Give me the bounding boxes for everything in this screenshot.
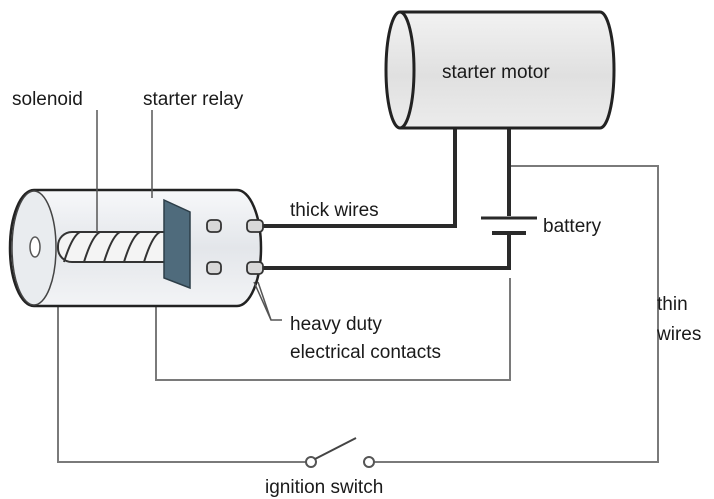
contact-outer-lower [246, 261, 264, 275]
solenoid-end-hole [29, 236, 41, 258]
contact-outer-upper [246, 219, 264, 233]
switch-lever [314, 437, 357, 460]
leader-contacts-a [253, 281, 282, 321]
thick-wires [262, 126, 511, 270]
leader-contacts-b [257, 281, 272, 321]
label-solenoid: solenoid [12, 89, 83, 110]
labels: starter motor solenoid starter relay thi… [12, 62, 701, 498]
label-thick-wires: thick wires [290, 200, 379, 221]
battery-symbol [481, 216, 537, 235]
ignition-switch [305, 437, 375, 468]
starter-motor-body [384, 10, 616, 130]
contact-inner-lower [206, 261, 222, 275]
thin-wires [57, 165, 659, 463]
electrical-contacts [206, 219, 264, 275]
label-starter-motor: starter motor [442, 62, 550, 83]
starter-relay-plate [163, 198, 191, 290]
label-thin-wires-line1: thin [657, 294, 688, 315]
label-ignition-switch: ignition switch [265, 477, 383, 498]
leader-lines [96, 110, 282, 321]
thin-wire-relay-loop [155, 278, 511, 381]
label-contacts-line1: heavy duty [290, 314, 382, 335]
switch-contact-left [305, 456, 317, 468]
starter-motor [384, 10, 616, 130]
solenoid-coil [63, 231, 181, 263]
starter-motor-front-face [399, 10, 416, 130]
thin-wire-battery-right [372, 165, 659, 463]
label-starter-relay: starter relay [143, 89, 244, 110]
thin-wire-solenoid-switch [57, 296, 306, 463]
label-thin-wires-line2: wires [656, 324, 701, 345]
label-contacts-line2: electrical contacts [290, 342, 441, 363]
contact-inner-upper [206, 219, 222, 233]
label-battery: battery [543, 216, 602, 237]
solenoid-cylinder [8, 188, 263, 308]
switch-contact-right [363, 456, 375, 468]
